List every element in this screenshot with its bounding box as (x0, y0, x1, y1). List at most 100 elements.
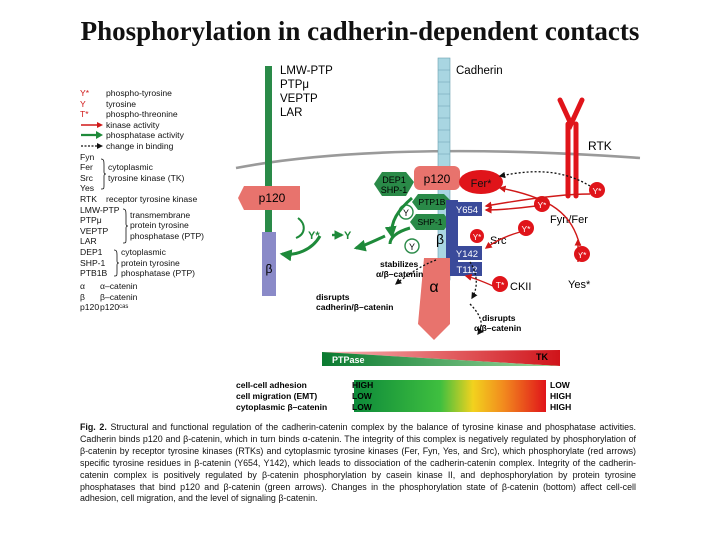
y142-label: Y142 (456, 249, 478, 260)
y-star-marker: Y* (538, 200, 548, 210)
ckii-label: CKII (510, 281, 531, 293)
cadherin-label: Cadherin (456, 65, 503, 77)
gradient-right-value: HIGH (550, 391, 571, 401)
gradient-left-value: LOW (352, 402, 373, 412)
t112-label: T112 (457, 265, 478, 276)
plasma-membrane (235, 149, 641, 170)
legend-def: phosphatase activity (106, 130, 184, 141)
ptpase-wedge (322, 352, 560, 366)
legend-key: Y* (80, 88, 90, 98)
caption-text: Structural and functional regulation of … (80, 422, 636, 504)
y654-site (452, 202, 482, 216)
gradient-left-value: LOW (352, 391, 373, 401)
gradient-right-value: LOW (550, 380, 571, 390)
dep1-label: DEP1 (382, 175, 406, 185)
p120-complex-label: p120 (424, 172, 451, 186)
y-marker-label: Y (409, 242, 415, 252)
legend-bracket (113, 249, 119, 277)
figure-caption: Fig. 2. Structural and functional regula… (80, 422, 636, 505)
legend-def: α–catenin (100, 280, 138, 291)
y654-label: Y654 (456, 205, 478, 216)
cadherin (437, 57, 451, 171)
disrupts-cadherin-label: disrupts (316, 292, 350, 302)
phosphatase-arrow (295, 217, 305, 239)
legend-def: phospho-tyrosine (106, 88, 172, 98)
ptp1b-label: PTP1B (419, 197, 446, 207)
legend-def: cytoplasmic (121, 246, 166, 257)
legend-key: T* (80, 109, 89, 120)
t112-site (452, 262, 482, 276)
legend-def: protein tyrosine (121, 257, 180, 268)
y-star-label: Y* (308, 230, 320, 242)
rtk-label: RTK (588, 139, 612, 153)
legend-key: Y (80, 98, 86, 109)
ptp-receptor-stalk (265, 66, 272, 282)
legend-def: cytoplasmic (108, 162, 153, 173)
caption-fig-label: Fig. 2. (80, 422, 107, 432)
tk-label: TK (536, 352, 548, 362)
fer-kinase (459, 170, 503, 194)
phosphatase-arrow (279, 235, 322, 262)
legend-row: β β–catenin (80, 292, 240, 303)
ptp1b (412, 194, 452, 210)
gradient-left-value: HIGH (352, 380, 373, 390)
legend-row: T* phospho-threonine (80, 109, 240, 120)
phosphatase-arrow (388, 226, 411, 245)
alpha-label: α (429, 279, 438, 296)
shp1-beta-label: SHP-1 (417, 217, 442, 227)
shp1-label: SHP-1 (381, 185, 408, 195)
legend-key: Yes (80, 183, 95, 194)
y-marker-label: Y (403, 208, 409, 218)
beta-complex-label: β (436, 231, 444, 247)
legend-group-tk: Fyn Fer Src Yes cytoplasmic tyrosine kin… (80, 152, 240, 194)
legend-def: protein tyrosine (130, 220, 189, 231)
rtk (557, 97, 585, 199)
kinase-arrow-icon (81, 121, 103, 128)
gradient-row-label: cell migration (EMT) (236, 391, 317, 401)
legend-def: tyrosine kinase (TK) (108, 172, 185, 183)
legend-def: phosphatase (PTP) (130, 230, 205, 241)
legend-row: RTK receptor tyrosine kinase (80, 194, 240, 205)
legend-key: Fer (80, 162, 93, 173)
disrupts-alpha-label: disrupts (482, 313, 516, 323)
legend-key: RTK (80, 193, 98, 204)
legend-def: p120ᶜᵃˢ (100, 302, 129, 313)
gradient-right-value: HIGH (550, 402, 571, 412)
y-star-marker: Y* (593, 186, 603, 196)
ptp-label: VEPTP (280, 93, 318, 105)
legend-key: LAR (80, 236, 97, 247)
legend-key: LMW-PTP (80, 204, 120, 215)
legend-key: Fyn (80, 151, 95, 162)
y-label: Y (344, 230, 352, 242)
cadherin-segments (438, 69, 450, 155)
ptp-label: LAR (280, 107, 302, 119)
ptpase-label: PTPase (332, 355, 365, 365)
legend-group-cyto-ptp: DEP1 SHP-1 PTB1B cytoplasmic protein tyr… (80, 247, 240, 281)
legend-row: Y* phospho-tyrosine (80, 88, 240, 99)
gradient-rows: cell-cell adhesion cell migration (EMT) … (236, 380, 571, 412)
phosphatase-arrow (353, 234, 386, 252)
disrupts-cadherin-label: cadherin/β–catenin (316, 302, 393, 312)
legend-key: PTPμ (80, 215, 102, 226)
legend-def: kinase activity (106, 119, 160, 130)
legend-bracket (122, 208, 128, 243)
legend-group-tm-ptp: LMW-PTP PTPμ VEPTP LAR transmembrane pro… (80, 205, 240, 247)
gradient-row-label: cytoplasmic β–catenin (236, 402, 327, 412)
legend-key: VEPTP (80, 225, 109, 236)
legend-row: Y tyrosine (80, 99, 240, 110)
dep1-shp1 (374, 172, 414, 196)
binding-change-arrow-icon (81, 142, 103, 149)
legend-def: phosphatase (PTP) (121, 268, 196, 279)
legend-key: p120 (80, 302, 100, 313)
y-star-marker: Y* (473, 233, 481, 242)
y-star-marker: Y* (522, 224, 532, 234)
kinase-arrows (464, 185, 591, 287)
stabilizes-label: α/β–catenin (376, 269, 423, 279)
y142-site (452, 246, 482, 260)
disrupts-alpha-label: α/β–catenin (474, 323, 521, 333)
p120-complex (414, 166, 460, 190)
beta-membrane-label: β (266, 262, 273, 276)
legend-row: kinase activity (80, 120, 240, 131)
fer-label: Fer* (471, 178, 493, 190)
